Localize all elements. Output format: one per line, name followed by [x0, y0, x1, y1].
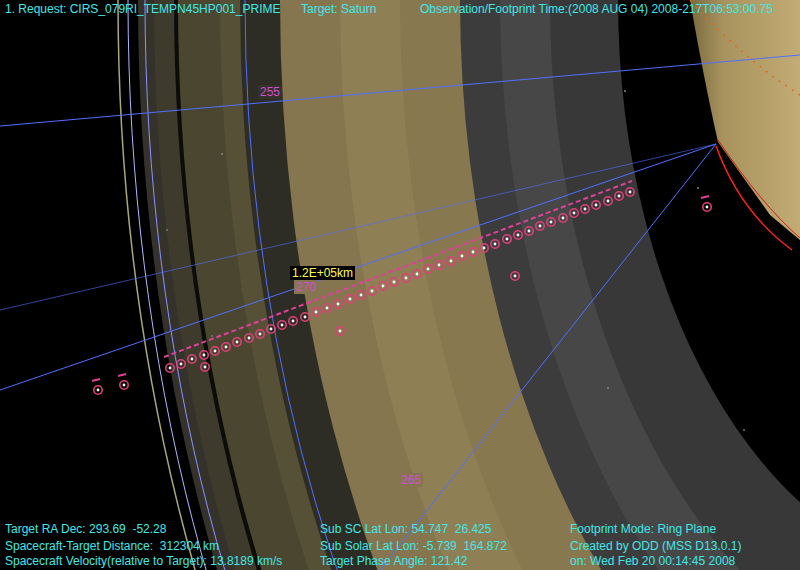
info-line: Created by ODD (MSS D13.0.1)	[570, 539, 741, 553]
request-title: 1. Request: CIRS_079RI_TEMPN45HP001_PRIM…	[5, 2, 280, 16]
info-line: Spacecraft-Target Distance: 312304 km	[5, 539, 219, 553]
scale-label: 1.2E+05km	[290, 266, 355, 280]
info-line: Target RA Dec: 293.69 -52.28	[5, 522, 166, 536]
info-line: Sub SC Lat Lon: 54.747 26.425	[320, 522, 491, 536]
grid-label: 255	[258, 85, 282, 99]
observation-time: Observation/Footprint Time:(2008 AUG 04)…	[420, 2, 773, 16]
target-name: Target: Saturn	[301, 2, 376, 16]
info-line: Sub Solar Lat Lon: -5.739 164.872	[320, 539, 507, 553]
info-line: Target Phase Angle: 121.42	[320, 554, 467, 568]
info-line: on: Wed Feb 20 00:14:45 2008	[570, 554, 735, 568]
info-line: Footprint Mode: Ring Plane	[570, 522, 716, 536]
grid-label: 270	[294, 280, 318, 294]
info-line: Spacecraft Velocity(relative to Target):…	[5, 554, 282, 568]
grid-label: 265	[399, 473, 423, 487]
